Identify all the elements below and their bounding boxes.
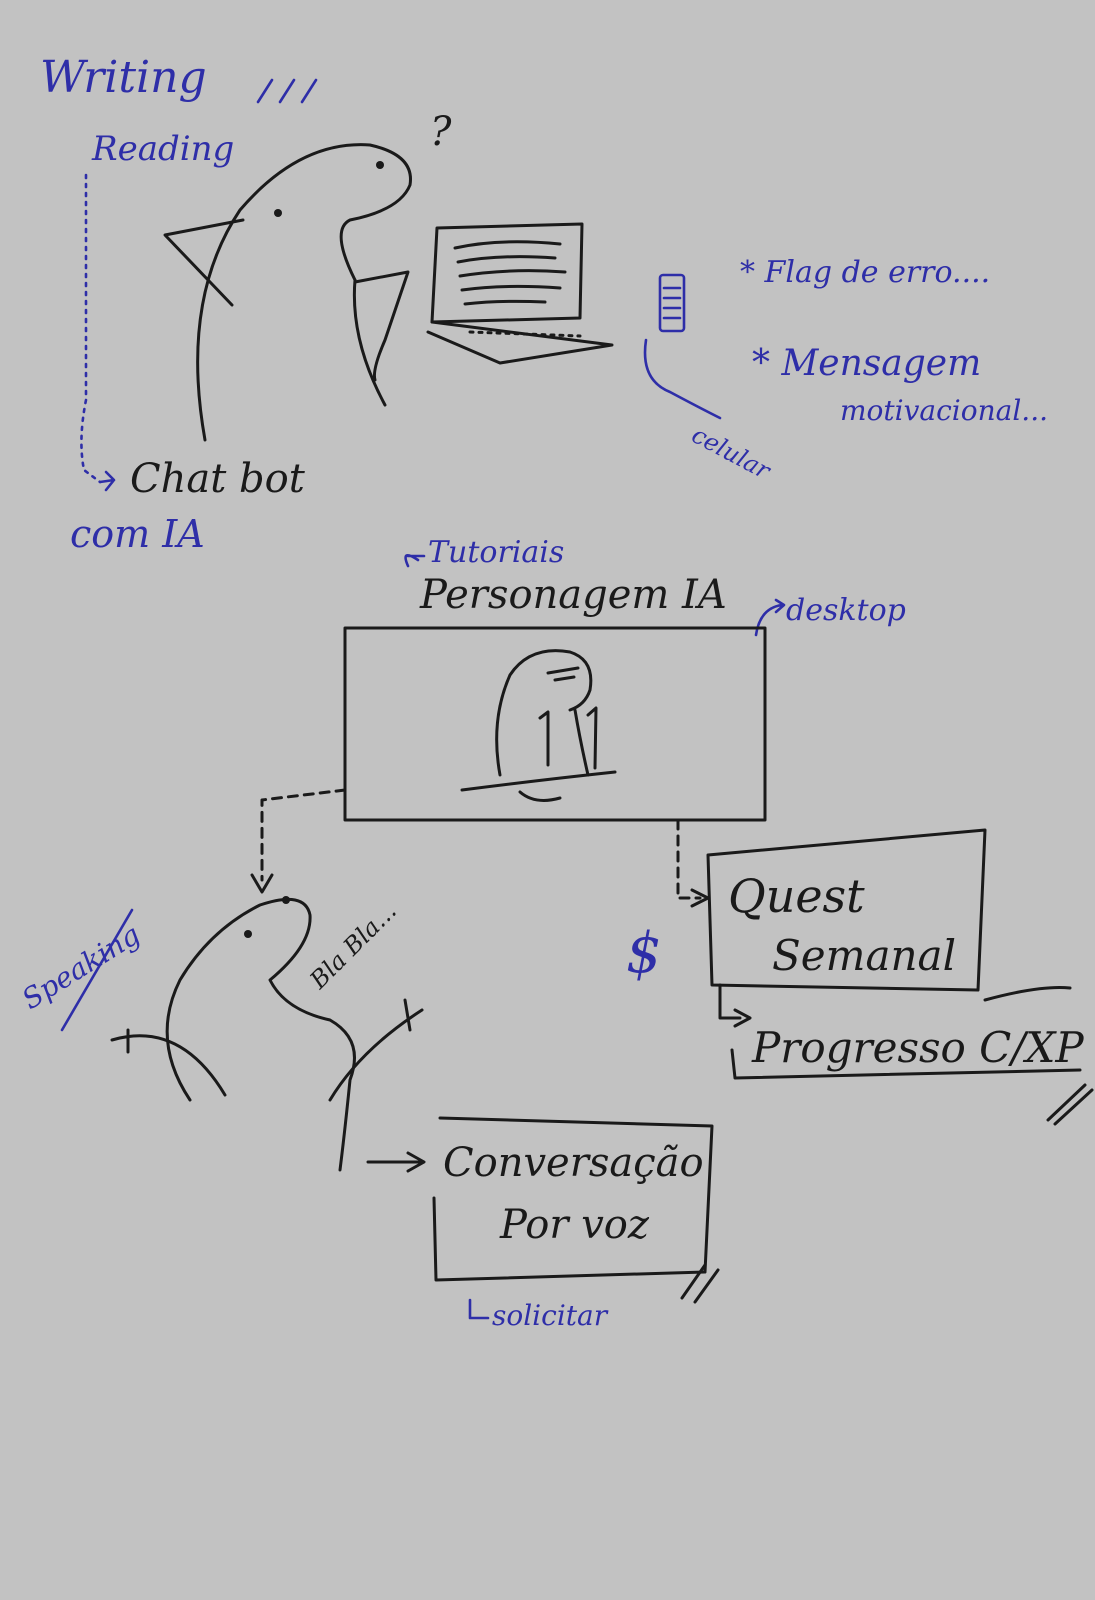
motivational-note-line1: * Mensagem xyxy=(752,343,981,384)
motivational-note-line2: motivacional... xyxy=(840,394,1048,427)
speaking-arrowhead xyxy=(250,873,274,894)
blabla-label: Bla Bla... xyxy=(304,897,402,995)
reading-label: Reading xyxy=(91,129,234,169)
screen-to-quest-connector xyxy=(676,818,702,900)
reading-to-chatbot-arrow xyxy=(80,173,102,484)
chatbot-sublabel: com IA xyxy=(70,512,205,556)
tutorials-label: Tutoriais xyxy=(428,535,564,570)
solicitar-arrow xyxy=(468,1298,490,1320)
tutorials-arrow xyxy=(404,553,426,568)
voice-box-note: solicitar xyxy=(492,1299,609,1332)
question-mark: ? xyxy=(430,109,452,155)
voice-box-frame xyxy=(432,1116,714,1282)
shark-reader-figure xyxy=(163,143,412,442)
desktop-screen-frame xyxy=(343,626,767,822)
reading-arrowhead xyxy=(98,470,116,492)
quest-box-frame xyxy=(706,828,987,992)
character-label: Personagem IA xyxy=(419,572,727,618)
phone-icon xyxy=(643,273,722,420)
dollar-sign: $ xyxy=(626,921,662,986)
voice-box-tally xyxy=(680,1263,720,1304)
screen-to-speaking-connector xyxy=(260,788,347,882)
progress-label: Progresso C/XP xyxy=(751,1023,1084,1072)
dinosaur-character-figure xyxy=(460,649,617,802)
phone-label: celular xyxy=(687,421,776,486)
chatbot-label: Chat bot xyxy=(130,456,306,502)
progress-arrowhead xyxy=(733,1008,752,1028)
progress-tally xyxy=(1046,1083,1094,1126)
voice-box-line2: Por voz xyxy=(499,1202,650,1248)
shark-speaker-figure xyxy=(110,896,424,1172)
desktop-arrow xyxy=(754,598,786,637)
progress-box-frame xyxy=(730,986,1082,1080)
voice-arrow xyxy=(366,1151,426,1173)
speaking-label: Speaking xyxy=(16,918,146,1016)
laptop-icon xyxy=(426,222,614,365)
error-flag-note: * Flag de erro.... xyxy=(740,255,990,290)
voice-box-line1: Conversação xyxy=(443,1140,704,1186)
progress-arrow xyxy=(718,983,742,1020)
writing-label: Writing xyxy=(40,52,207,103)
desktop-label: desktop xyxy=(786,593,906,628)
speaking-slash xyxy=(60,908,134,1032)
quest-line1: Quest xyxy=(728,869,865,923)
quest-line2: Semanal xyxy=(772,931,956,980)
writing-hatch-marks xyxy=(256,78,318,104)
